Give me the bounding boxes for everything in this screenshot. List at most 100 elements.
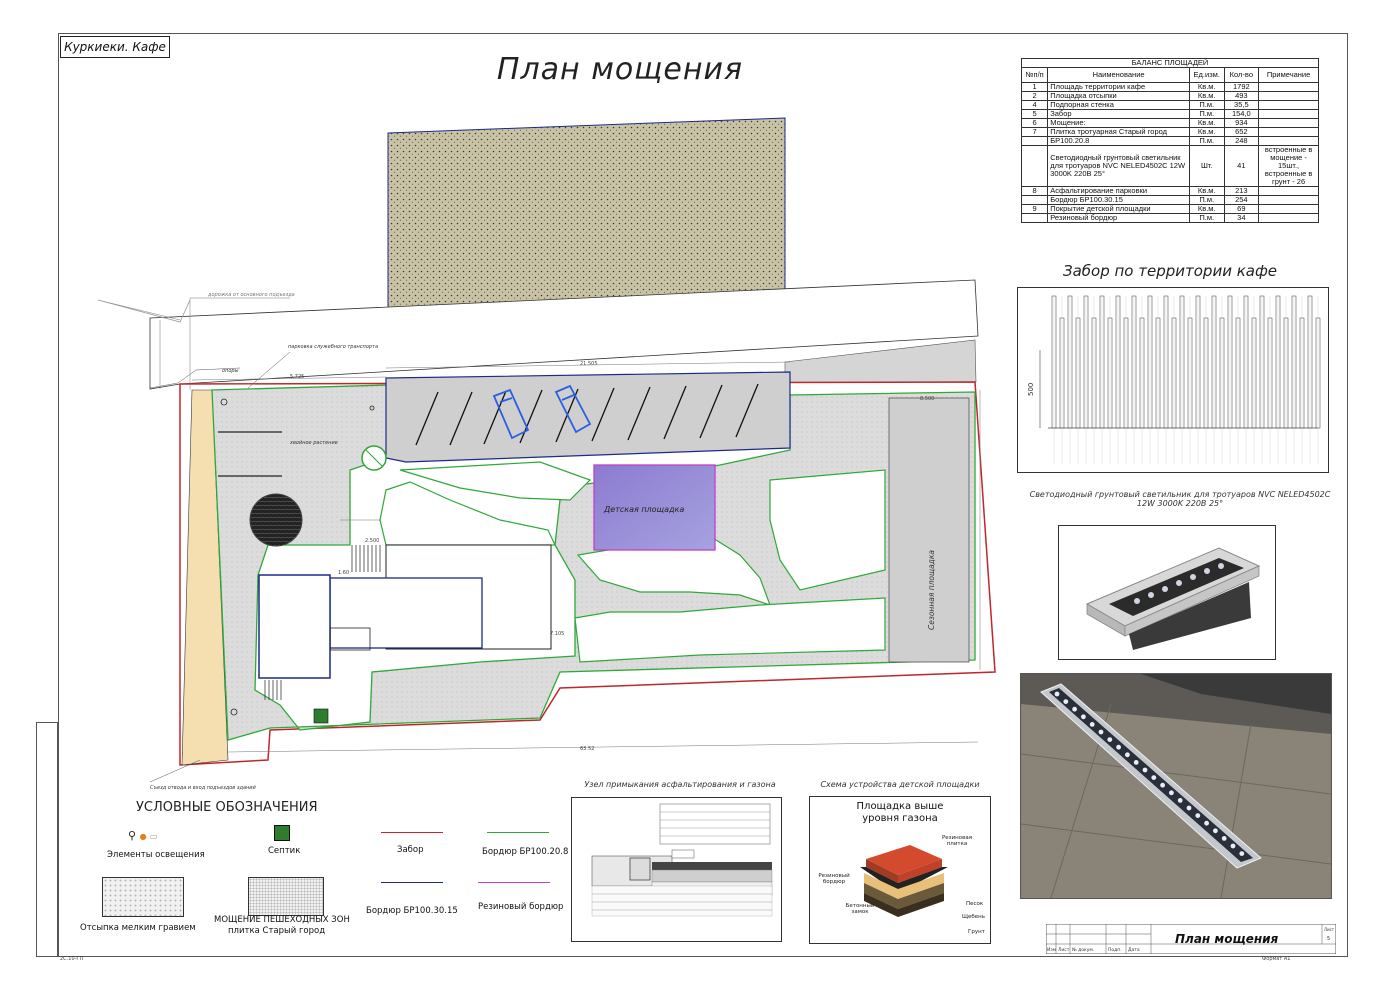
lamp-icon [220, 398, 375, 716]
neighbour-plot [387, 117, 786, 316]
table-cell [1258, 127, 1319, 137]
sheet-number: 5 [1327, 936, 1330, 942]
balance-header: №п/п Наименование Ед.изм. Кол-во Примеча… [1020, 67, 1319, 83]
parking [385, 371, 791, 463]
photo-led [1133, 760, 1139, 765]
table-cell: БР100.20.8 [1047, 136, 1190, 146]
building-kitchen [258, 574, 331, 679]
dim-label: 21.505 [580, 361, 598, 367]
project-label: Куркиеки. Кафе [60, 36, 170, 58]
lamp-legend-icon: ⚲ ● ▭ [128, 829, 158, 842]
legend-paving-sub: плитка Старый город [228, 926, 326, 936]
table-cell: Резиновый бордюр [1047, 213, 1190, 223]
photo-led [1160, 782, 1165, 788]
col-header: Ед.изм. [1188, 67, 1225, 83]
table-row: Светодиодный грунтовый светильник для тр… [1020, 145, 1319, 187]
col-header: Кол-во [1223, 67, 1260, 83]
table-cell: 9 [1020, 204, 1049, 214]
top-note-label: дорожка от основного подъезда [207, 292, 295, 298]
photo-led [1072, 706, 1077, 712]
table-cell: Шт. [1188, 145, 1225, 187]
svg-text:Лист: Лист [1058, 947, 1070, 953]
table-cell: 8 [1020, 186, 1049, 196]
table-cell: П.м. [1188, 213, 1225, 223]
table-cell [1258, 195, 1319, 205]
kids-area-label: Детская площадка [603, 505, 684, 514]
photo-led [1098, 729, 1104, 735]
table-cell [1258, 213, 1319, 223]
legend-fence-line [381, 832, 443, 833]
legend-fence: Забор [397, 845, 424, 855]
photo-led [1107, 737, 1113, 742]
footer-code: 2С.10-ГП [60, 956, 84, 962]
fence-boards [1051, 295, 1321, 464]
lamp-caption: Светодиодный грунтовый светильник для тр… [1029, 490, 1331, 508]
legend-border20-line [487, 832, 549, 833]
summer-area-label: Сезонная площадка [927, 550, 936, 630]
table-cell [1258, 100, 1319, 110]
legend-septic: Септик [268, 846, 301, 856]
table-cell [1258, 118, 1319, 128]
kids-section [860, 845, 948, 917]
drawing-frame [58, 33, 1348, 957]
side-stamp-strip [36, 722, 58, 957]
photo-led [1230, 843, 1236, 849]
tree-label: хвойное растение [289, 440, 338, 446]
table-cell: встроенные в мощение - 15шт., встроенные… [1258, 145, 1319, 187]
photo-led [1221, 836, 1227, 841]
kids-label-concrete-lock: Бетонный замок [845, 903, 875, 915]
lawn-1 [379, 481, 556, 546]
legend-paving: МОЩЕНИЕ ПЕШЕХОДНЫХ ЗОН [214, 915, 350, 925]
summer-terrace [888, 397, 970, 663]
lamp-photo-illustration [1020, 674, 1332, 899]
table-cell: 41 [1223, 145, 1260, 187]
septic-marker [313, 708, 329, 724]
photo-led [1177, 798, 1183, 803]
format-label: Формат А1 [1262, 956, 1291, 962]
kids-scheme-heading: Площадка выше уровня газона [856, 801, 944, 824]
dim-label: 7.105 [550, 631, 564, 637]
photo-led [1169, 790, 1174, 796]
legend-border30: Бордюр БР100.30.15 [366, 906, 458, 916]
kids-label-soil: Грунт [968, 929, 985, 935]
photo-led [1081, 714, 1086, 720]
lamp-photo [1020, 673, 1332, 899]
legend-rubber-line [478, 882, 550, 883]
kids-label-rubber-border: Резиновый бордюр [818, 873, 850, 885]
photo-led [1213, 828, 1218, 834]
dim-label: 5.725 [290, 374, 304, 380]
photo-led [1125, 752, 1130, 758]
photo-led [1186, 805, 1192, 811]
title-block: Изм Лист № докум. Подп. Дата Лист 5 [1046, 924, 1336, 954]
lawn-3 [769, 469, 886, 591]
legend-border20: Бордюр БР100.20.8 [482, 847, 569, 857]
table-cell: 248 [1223, 136, 1260, 146]
dim-label: 63.52 [580, 746, 594, 752]
legend-gravel: Отсыпка мелким гравием [80, 923, 196, 933]
legend-title: УСЛОВНЫЕ ОБОЗНАЧЕНИЯ [136, 800, 318, 815]
photo-led [1151, 775, 1157, 780]
legend-gravel-swatch [102, 877, 184, 917]
table-cell [1258, 204, 1319, 214]
access-road [149, 279, 979, 390]
table-cell [1020, 213, 1049, 223]
col-header: Наименование [1047, 67, 1190, 83]
svg-text:Изм: Изм [1047, 947, 1056, 953]
kids-label-gravel: Щебень [962, 914, 986, 920]
fence-title: Забор по территории кафе [1062, 262, 1278, 280]
node-detail-title: Узел примыкания асфальтирования и газона [584, 780, 776, 789]
car-icon [492, 384, 592, 440]
dim-label: 8.500 [920, 396, 934, 402]
kids-scheme: Площадка выше уровня газона Резиновая пл… [809, 796, 991, 944]
balance-table: БАЛАНС ПЛОЩАДЕЙ №п/п Наименование Ед.изм… [1020, 58, 1319, 223]
bottom-note-label: Съезд отвода и вход подъездов зданий [150, 785, 257, 790]
gravel-strip [181, 389, 229, 766]
table-cell [1020, 136, 1049, 146]
pole-label: опоры [222, 368, 239, 374]
fence-drawing: 500 [1017, 287, 1329, 473]
kids-label-sand: Песок [966, 901, 984, 907]
table-cell [1258, 91, 1319, 101]
